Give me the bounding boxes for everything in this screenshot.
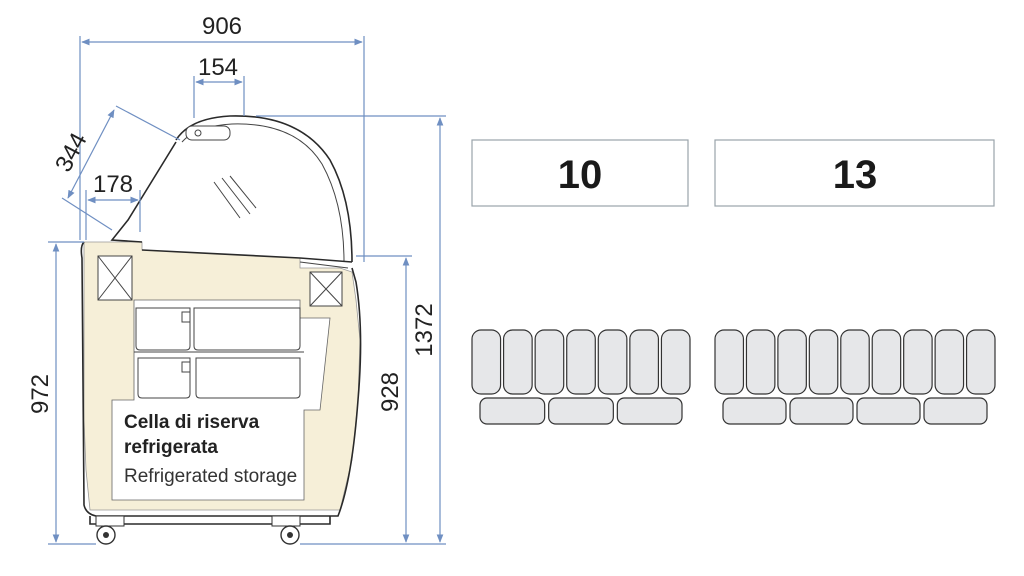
showcase-side-view xyxy=(80,115,362,545)
storage-label: Cella di riserva refrigerata Refrigerate… xyxy=(124,412,297,487)
tub-back xyxy=(856,397,921,425)
caster-front xyxy=(95,515,125,545)
caster-rear xyxy=(271,515,301,545)
dim-344-label: 344 xyxy=(50,128,93,176)
tub-front xyxy=(597,329,628,395)
tub-front xyxy=(903,329,933,395)
tub-front xyxy=(840,329,870,395)
pan-upper-right xyxy=(193,307,301,351)
tub-front xyxy=(871,329,902,395)
tub-front xyxy=(777,329,807,395)
tub-front xyxy=(502,329,533,395)
dimension-lines: 906 154 344 178 972 928 1372 xyxy=(27,13,446,545)
tub-back xyxy=(923,397,988,425)
pan-lower-left xyxy=(137,357,191,399)
tub-front xyxy=(629,329,660,395)
tub-front xyxy=(808,329,839,395)
dim-344 xyxy=(67,109,115,199)
config-13-box xyxy=(714,139,995,207)
tub-front xyxy=(965,329,996,395)
tub-back xyxy=(722,397,787,425)
tub-front xyxy=(934,329,965,395)
dim-928-label: 928 xyxy=(377,372,404,412)
cabinet-outline xyxy=(80,241,362,517)
dim-972-label: 972 xyxy=(27,374,54,414)
tub-front xyxy=(660,329,691,395)
storage-label-line3: Refrigerated storage xyxy=(124,466,297,487)
dim-178-label: 178 xyxy=(93,171,133,198)
curved-glass xyxy=(175,115,353,263)
tub-front xyxy=(566,329,596,395)
dim-154-label: 154 xyxy=(198,54,238,81)
pan-upper-left xyxy=(135,307,191,351)
tub-front xyxy=(471,329,502,395)
tub-back xyxy=(479,397,546,425)
pan-lower-right xyxy=(195,357,301,399)
config-10: 10 xyxy=(471,139,691,425)
config-10-count: 10 xyxy=(558,153,603,197)
config-13-count: 13 xyxy=(833,153,878,197)
evaporator-left xyxy=(97,255,133,301)
dim-1372-label: 1372 xyxy=(411,303,438,356)
tub-back xyxy=(789,397,854,425)
evaporator-right xyxy=(309,271,343,307)
config-13: 13 xyxy=(714,139,996,425)
storage-label-line2: refrigerata xyxy=(124,437,218,458)
tub-back xyxy=(548,397,614,425)
tub-front xyxy=(745,329,776,395)
tub-front xyxy=(534,329,565,395)
config-10-box xyxy=(471,139,689,207)
dim-906-label: 906 xyxy=(202,13,242,40)
storage-label-line1: Cella di riserva xyxy=(124,412,260,433)
config-10-tub-layout xyxy=(471,329,691,425)
tub-back xyxy=(616,397,683,425)
tub-front xyxy=(714,329,745,395)
config-13-tub-layout xyxy=(714,329,996,425)
